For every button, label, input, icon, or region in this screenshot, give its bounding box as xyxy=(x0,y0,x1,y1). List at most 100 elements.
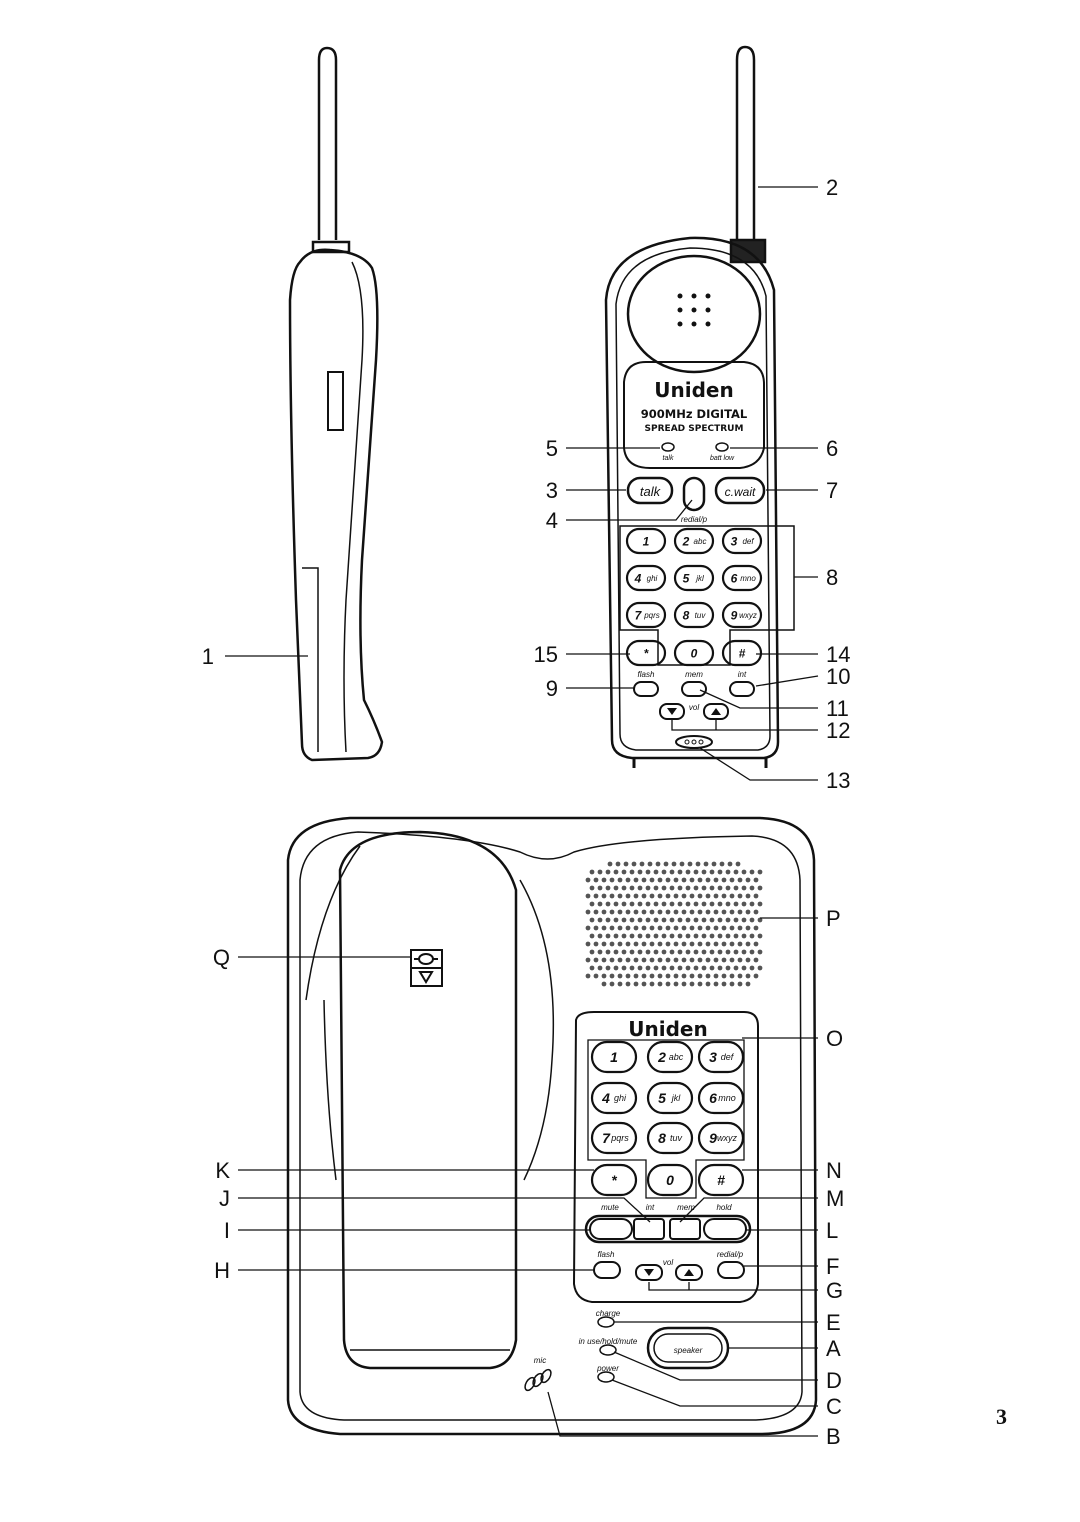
handset-key-letters: pqrs xyxy=(643,611,660,620)
callout-11: 11 xyxy=(826,696,849,721)
handset-key-letters: jkl xyxy=(695,574,704,583)
flash-button[interactable] xyxy=(633,681,659,697)
callout-P: P xyxy=(826,906,841,931)
base-key-letters: jkl xyxy=(671,1093,681,1103)
speaker-button-label: speaker xyxy=(674,1346,703,1355)
vol-label: vol xyxy=(689,703,699,712)
mem-button[interactable] xyxy=(681,681,707,697)
handset-front-view xyxy=(604,45,780,768)
callout-14: 14 xyxy=(826,642,850,667)
int-button[interactable] xyxy=(729,681,755,697)
base-int-button[interactable] xyxy=(633,1218,665,1240)
redial-button[interactable] xyxy=(682,476,706,512)
handset-key-letters: ghi xyxy=(647,574,658,583)
base-brand: Uniden xyxy=(628,1017,707,1041)
vol-up-button[interactable] xyxy=(703,703,729,720)
handset-key-label: 3 xyxy=(731,534,738,548)
handset-key-star[interactable]: * xyxy=(625,639,667,667)
batt-low-led-label: batt low xyxy=(710,455,735,462)
handset-key-4[interactable]: 4 ghi xyxy=(625,564,667,592)
leader-lines xyxy=(225,186,819,1437)
handset-line1: 900MHz DIGITAL xyxy=(641,407,748,421)
base-flash-label: flash xyxy=(598,1250,615,1259)
callout-C: C xyxy=(826,1394,842,1419)
base-redial-label: redial/p xyxy=(717,1250,744,1259)
base-key-1[interactable]: 1 xyxy=(590,1040,638,1074)
mic-label: mic xyxy=(534,1356,546,1365)
base-key-label: 1 xyxy=(610,1049,618,1065)
handset-key-5[interactable]: 5 jkl xyxy=(673,564,715,592)
flash-label: flash xyxy=(638,670,655,679)
callout-10: 10 xyxy=(826,664,850,689)
handset-key-1[interactable]: 1 xyxy=(625,527,667,555)
callout-5: 5 xyxy=(546,436,558,461)
callout-O: O xyxy=(826,1026,843,1051)
base-redial-button[interactable] xyxy=(717,1261,745,1279)
base-key-label: 4 xyxy=(601,1090,610,1106)
callout-2: 2 xyxy=(826,175,838,200)
handset-key-label: 4 xyxy=(634,571,642,585)
base-mem-label: mem xyxy=(677,1203,695,1212)
power-led xyxy=(597,1371,615,1383)
base-mem-button[interactable] xyxy=(669,1218,701,1240)
handset-key-label: 9 xyxy=(731,608,738,622)
handset-key-label: 0 xyxy=(691,646,698,660)
callout-E: E xyxy=(826,1310,841,1335)
cwait-button[interactable]: c.wait xyxy=(714,476,766,505)
base-key-letters: mno xyxy=(718,1093,736,1103)
base-vol-up-button[interactable] xyxy=(675,1264,703,1281)
base-key-letters: def xyxy=(721,1052,735,1062)
callout-13: 13 xyxy=(826,768,850,793)
base-unit xyxy=(286,816,818,1436)
handset-line2: SPREAD SPECTRUM xyxy=(645,424,744,434)
base-key-0[interactable]: 0 xyxy=(646,1163,694,1197)
callout-15: 15 xyxy=(534,642,558,667)
talk-button[interactable]: talk xyxy=(626,476,674,505)
callout-1: 1 xyxy=(202,644,214,669)
base-vol-label: vol xyxy=(663,1258,673,1267)
base-mute-button[interactable] xyxy=(589,1218,633,1240)
base-key-label: 7 xyxy=(602,1130,611,1146)
keypad-bracket xyxy=(619,525,795,666)
callout-H: H xyxy=(214,1258,230,1283)
handset-key-label: 7 xyxy=(635,608,643,622)
callout-L: L xyxy=(826,1218,838,1243)
base-key-label: * xyxy=(611,1172,617,1188)
base-hold-button[interactable] xyxy=(703,1218,747,1240)
handset-mic-icon xyxy=(675,735,713,749)
handset-brand: Uniden xyxy=(654,378,733,402)
handset-key-label: 8 xyxy=(683,608,690,622)
vol-down-button[interactable] xyxy=(659,703,685,720)
base-key-letters: pqrs xyxy=(610,1133,629,1143)
handset-key-label: 5 xyxy=(683,571,690,585)
speaker-button[interactable]: speaker xyxy=(646,1326,730,1370)
handset-key-label: 1 xyxy=(643,534,650,548)
callout-G: G xyxy=(826,1278,843,1303)
base-key-hash[interactable]: # xyxy=(697,1163,745,1197)
callout-A: A xyxy=(826,1336,841,1361)
callout-N: N xyxy=(826,1158,842,1183)
base-flash-button[interactable] xyxy=(593,1261,621,1279)
handset-key-hash[interactable]: # xyxy=(721,639,763,667)
handset-key-0[interactable]: 0 xyxy=(673,639,715,667)
base-key-star[interactable]: * xyxy=(590,1163,638,1197)
base-mute-label: mute xyxy=(601,1203,619,1212)
base-vol-down-button[interactable] xyxy=(635,1264,663,1281)
handset-key-label: * xyxy=(644,646,650,660)
charge-label: charge xyxy=(596,1309,621,1318)
